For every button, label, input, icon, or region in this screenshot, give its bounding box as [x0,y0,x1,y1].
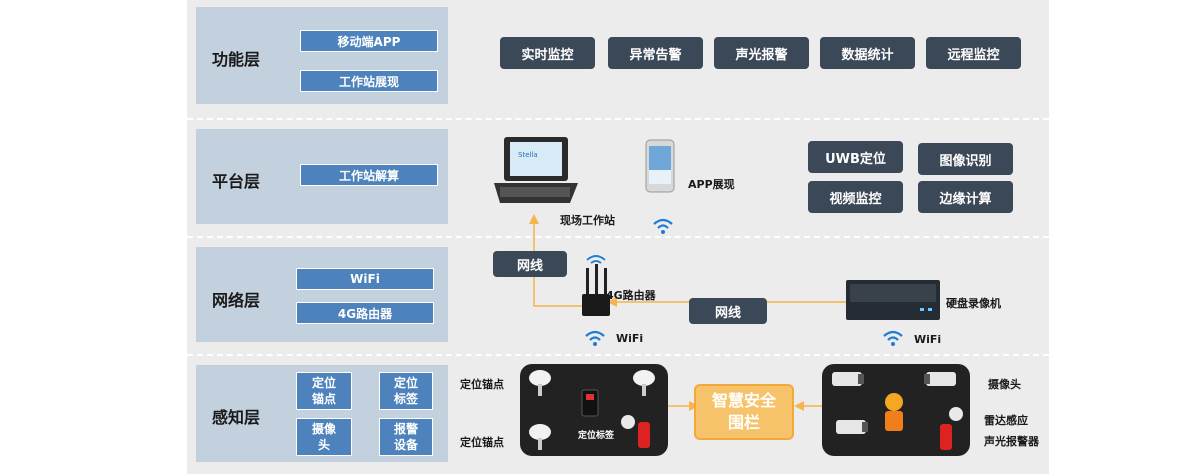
anchor-icon [529,424,551,450]
layer-separator [187,354,1049,356]
anchor-label-1: 定位锚点 [460,378,504,391]
radar-label: 雷达感应 [984,414,1028,427]
function-layer-title: 功能层 [212,50,261,69]
tag-button[interactable]: 定位 标签 [379,372,433,410]
wifi-icon [653,218,673,234]
layer-separator [187,118,1049,120]
smart-fence-box: 智慧安全 围栏 [694,384,794,440]
layer-separator [187,236,1049,238]
anchor-icon [529,370,551,396]
network-cable-label-2: 网线 [689,298,767,324]
video-monitor-button[interactable]: 视频监控 [808,181,903,213]
network-layer-title: 网络层 [212,291,261,310]
svg-text:Stella: Stella [518,151,538,159]
tag-icon [581,389,599,417]
uwb-positioning-button[interactable]: UWB定位 [808,141,903,173]
alarm-device-button[interactable]: 报警 设备 [379,418,433,456]
workstation-label: 现场工作站 [560,214,615,227]
network-layer-box [196,247,448,342]
network-cable-label-1: 网线 [493,251,567,277]
wifi-label-1: WiFi [616,332,644,345]
nvr-icon [846,280,940,320]
camera-devices [832,372,963,450]
app-display-label: APP展现 [688,178,735,191]
mobile-app-button[interactable]: 移动端APP [300,30,438,52]
edge-computing-button[interactable]: 边缘计算 [918,181,1013,213]
sound-light-alarm-label: 声光报警器 [984,435,1039,448]
sound-light-alarm-button[interactable]: 声光报警 [714,37,809,69]
workstation-compute-button[interactable]: 工作站解算 [300,164,438,186]
image-recognition-button[interactable]: 图像识别 [918,143,1013,175]
router-icon [582,255,610,316]
camera-button[interactable]: 摄像 头 [296,418,352,456]
nvr-label: 硬盘录像机 [946,297,1001,310]
camera-icon [832,372,864,386]
workstation-icon: Stella [494,137,578,203]
router-label: 4G路由器 [606,289,656,302]
positioning-devices [529,370,655,450]
4g-router-button[interactable]: 4G路由器 [296,302,434,324]
camera-icon [836,420,868,434]
alarm-icon [621,415,650,448]
wifi-icon [883,330,903,346]
worker-icon [885,393,903,431]
anchor-label-2: 定位锚点 [460,436,504,449]
anchor-button[interactable]: 定位 锚点 [296,372,352,410]
phone-icon [645,139,675,193]
wifi-icon [585,330,605,346]
sensing-layer-title: 感知层 [212,408,261,427]
data-statistics-button[interactable]: 数据统计 [820,37,915,69]
anchor-icon [633,370,655,396]
realtime-monitor-button[interactable]: 实时监控 [500,37,595,69]
camera-label: 摄像头 [988,378,1021,391]
wifi-label-2: WiFi [914,333,942,346]
alarm-icon [940,424,952,450]
camera-icon [924,372,956,386]
remote-monitor-button[interactable]: 远程监控 [926,37,1021,69]
wifi-button[interactable]: WiFi [296,268,434,290]
platform-layer-title: 平台层 [212,172,261,191]
anomaly-alert-button[interactable]: 异常告警 [608,37,703,69]
workstation-display-button[interactable]: 工作站展现 [300,70,438,92]
tag-label: 定位标签 [578,431,615,441]
radar-icon [949,407,963,421]
